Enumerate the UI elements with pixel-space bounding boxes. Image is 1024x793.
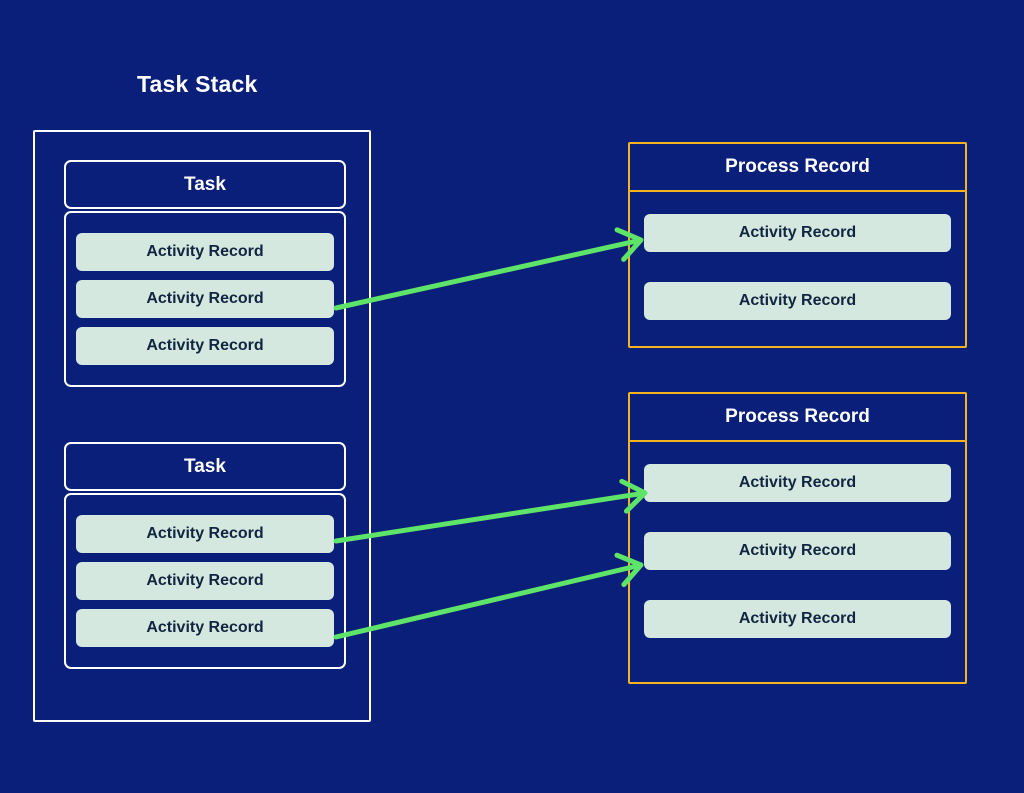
activity-record[interactable]: Activity Record	[76, 233, 334, 271]
page-title: Task Stack	[137, 71, 258, 97]
arrow-task1-rec2-to-process1-rec1	[333, 227, 644, 311]
activity-record[interactable]: Activity Record	[76, 327, 334, 365]
task-stack-container: Task Activity Record Activity Record Act…	[33, 130, 371, 722]
activity-record[interactable]: Activity Record	[76, 280, 334, 318]
activity-record[interactable]: Activity Record	[644, 214, 951, 252]
arrow-task2-rec1-to-process2-rec1	[333, 478, 648, 544]
process-record-box-2[interactable]: Process Record Activity Record Activity …	[628, 392, 967, 684]
activity-record[interactable]: Activity Record	[76, 609, 334, 647]
task-header-1: Task	[64, 160, 346, 209]
activity-record[interactable]: Activity Record	[76, 562, 334, 600]
task-header-2: Task	[64, 442, 346, 491]
task-body-1: Activity Record Activity Record Activity…	[64, 211, 346, 387]
task-body-2: Activity Record Activity Record Activity…	[64, 493, 346, 669]
process-record-header-2: Process Record	[630, 394, 965, 442]
activity-record[interactable]: Activity Record	[644, 464, 951, 502]
activity-record[interactable]: Activity Record	[644, 282, 951, 320]
task-box-2[interactable]: Task Activity Record Activity Record Act…	[64, 442, 346, 669]
activity-record[interactable]: Activity Record	[644, 532, 951, 570]
process-record-box-1[interactable]: Process Record Activity Record Activity …	[628, 142, 967, 348]
task-box-1[interactable]: Task Activity Record Activity Record Act…	[64, 160, 346, 387]
activity-record[interactable]: Activity Record	[644, 600, 951, 638]
arrow-task2-rec3-to-process2-rec2	[333, 552, 644, 640]
process-record-body-1: Activity Record Activity Record	[630, 192, 965, 350]
process-record-header-1: Process Record	[630, 144, 965, 192]
activity-record[interactable]: Activity Record	[76, 515, 334, 553]
process-record-body-2: Activity Record Activity Record Activity…	[630, 442, 965, 668]
